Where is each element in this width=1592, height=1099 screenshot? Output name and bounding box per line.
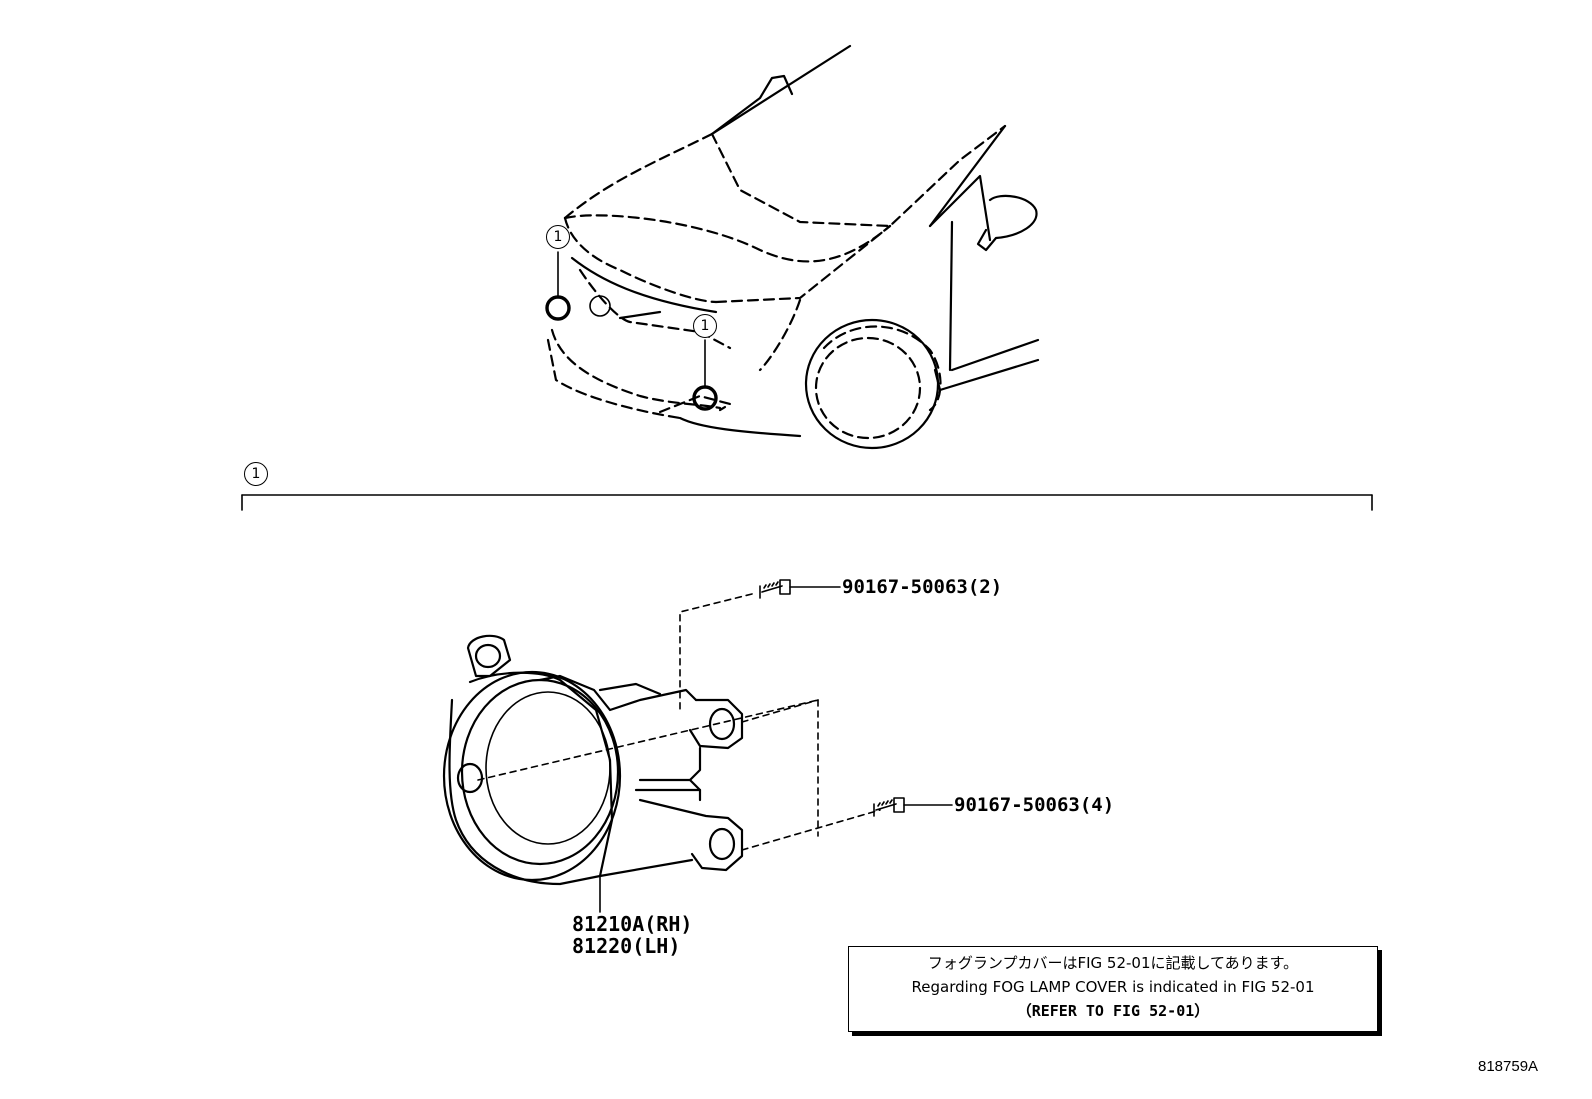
- reference-note: フォグランプカバーはFIG 52-01に記載してあります。 Regarding …: [848, 946, 1378, 1032]
- car-front-illustration: [545, 44, 1040, 450]
- note-japanese: フォグランプカバーはFIG 52-01に記載してあります。: [927, 954, 1299, 972]
- section-marker: 1: [244, 462, 268, 486]
- callout-marker-top: 1: [546, 225, 570, 249]
- bolt-bottom-icon: [873, 797, 953, 817]
- fog-lamp-location-left: [545, 295, 571, 321]
- part-label-fog-lamp-rh: 81210A(RH): [572, 912, 693, 936]
- part-label-fog-lamp-lh: 81220(LH): [572, 934, 681, 958]
- callout-marker-right: 1: [693, 314, 717, 338]
- section-bracket: [241, 494, 1373, 511]
- note-reference: （REFER TO FIG 52-01）: [1016, 1002, 1210, 1020]
- mounting-guides: [477, 593, 881, 851]
- part-label-bolt-bottom: 90167-50063(4): [954, 794, 1115, 816]
- bolt-top-icon: [759, 579, 841, 599]
- illustration-id: 818759A: [1478, 1058, 1539, 1075]
- fog-lamp-assembly: [442, 634, 744, 886]
- part-label-bolt-top: 90167-50063(2): [842, 576, 1003, 598]
- note-english: Regarding FOG LAMP COVER is indicated in…: [911, 978, 1315, 996]
